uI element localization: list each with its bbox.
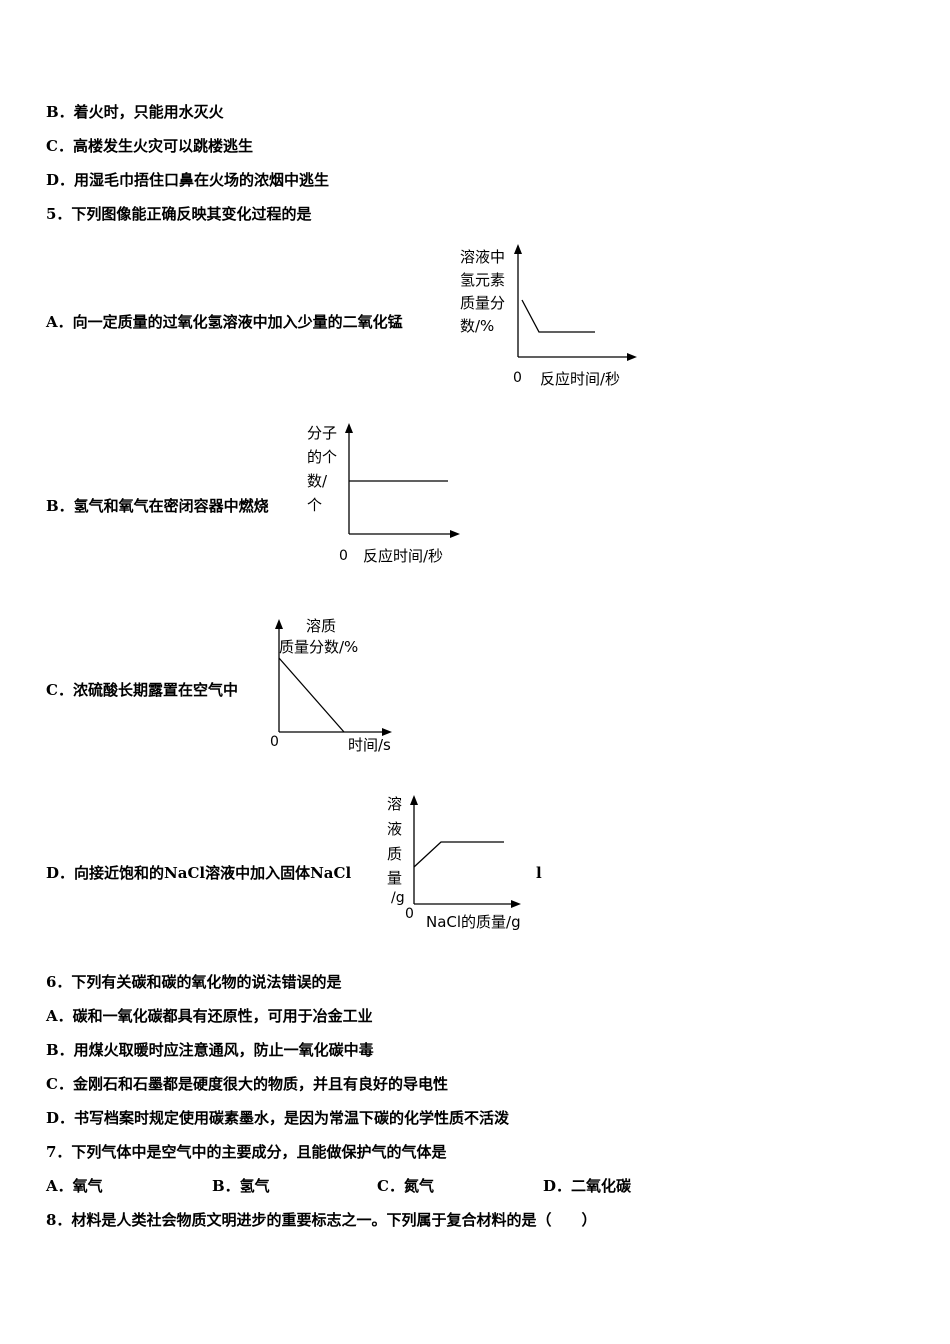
q5b-ylabel-1: 分子 [307, 424, 337, 442]
q5c-y-arrow [275, 619, 283, 629]
q5d-x-arrow [511, 900, 521, 908]
q5a-xlabel: 反应时间/秒 [540, 370, 620, 388]
q5a-ylabel-1: 溶液中 [460, 248, 505, 266]
q5c-xlabel: 时间/s [348, 736, 391, 754]
q5c-origin: 0 [270, 734, 279, 750]
q5c-x-arrow [382, 728, 392, 736]
q5d-origin: 0 [405, 906, 414, 922]
q5d-xlabel: NaCl的质量/g [426, 913, 521, 931]
q6-stem: 6．下列有关碳和碳的氧化物的说法错误的是 [46, 973, 342, 991]
q5b-xlabel: 反应时间/秒 [363, 547, 443, 565]
q5d-ylabel-4: 量 [387, 869, 402, 887]
q5d-ylabel-1: 溶 [387, 795, 402, 813]
q6-option-d: D．书写档案时规定使用碳素墨水，是因为常温下碳的化学性质不活泼 [46, 1109, 510, 1127]
q5a-ylabel-3: 质量分 [460, 294, 505, 312]
q5-option-d: D．向接近饱和的NaCl溶液中加入固体NaCl [46, 864, 352, 882]
q7-stem: 7．下列气体中是空气中的主要成分，且能做保护气的气体是 [46, 1143, 447, 1161]
q5b-ylabel-3: 数/ [307, 472, 328, 490]
q4-option-b: B．着火时，只能用水灭火 [46, 103, 224, 121]
q4-option-c: C．高楼发生火灾可以跳楼逃生 [46, 137, 253, 155]
q5d-ylabel-3: 质 [387, 845, 402, 863]
q5-option-d-trail: l [536, 864, 542, 882]
q5d-curve [413, 841, 504, 868]
q4-option-d: D．用湿毛巾捂住口鼻在火场的浓烟中逃生 [46, 171, 330, 189]
q5-option-c: C．浓硫酸长期露置在空气中 [46, 681, 238, 699]
q5-option-a: A．向一定质量的过氧化氢溶液中加入少量的二氧化锰 [46, 313, 403, 331]
q5b-origin: 0 [339, 548, 348, 564]
q7-option-d: D．二氧化碳 [543, 1177, 632, 1195]
q5c-curve [278, 657, 345, 733]
q5a-origin: 0 [513, 370, 522, 386]
q5d-ylabel-5: /g [391, 890, 405, 906]
q5d-y-arrow [410, 795, 418, 805]
q7-option-b: B．氢气 [212, 1177, 270, 1195]
q7-option-a: A．氧气 [46, 1177, 103, 1195]
q5a-graph: 溶液中 氢元素 质量分 数/% 0 反应时间/秒 [460, 244, 637, 388]
q5d-graph: 溶 液 质 量 /g 0 NaCl的质量/g [387, 795, 521, 931]
q5c-graph: 溶质 质量分数/% 0 时间/s [270, 617, 392, 754]
q6-option-a: A．碳和一氧化碳都具有还原性，可用于冶金工业 [46, 1007, 373, 1025]
q5b-ylabel-4: 个 [307, 496, 322, 514]
q5d-ylabel-2: 液 [387, 820, 402, 838]
q6-option-c: C．金刚石和石墨都是硬度很大的物质，并且有良好的导电性 [46, 1075, 448, 1093]
q5b-y-arrow [345, 423, 353, 433]
q7-option-c: C．氮气 [377, 1177, 434, 1195]
q5a-ylabel-4: 数/% [460, 317, 494, 335]
q6-option-b: B．用煤火取暖时应注意通风，防止一氧化碳中毒 [46, 1041, 374, 1059]
q8-stem: 8．材料是人类社会物质文明进步的重要标志之一。下列属于复合材料的是（ ） [46, 1211, 597, 1229]
q5-stem: 5．下列图像能正确反映其变化过程的是 [46, 205, 312, 223]
q5a-y-arrow [514, 244, 522, 254]
q5b-x-arrow [450, 530, 460, 538]
q5b-ylabel-2: 的个 [307, 448, 337, 466]
q5-option-b: B．氢气和氧气在密闭容器中燃烧 [46, 497, 269, 515]
q5b-graph: 分子 的个 数/ 个 0 反应时间/秒 [307, 423, 460, 565]
q5a-x-arrow [627, 353, 637, 361]
q5a-ylabel-2: 氢元素 [460, 271, 505, 289]
q5a-curve [521, 299, 595, 333]
q5c-ylabel-1: 溶质 [306, 617, 336, 635]
q5c-ylabel-2: 质量分数/% [279, 638, 358, 656]
